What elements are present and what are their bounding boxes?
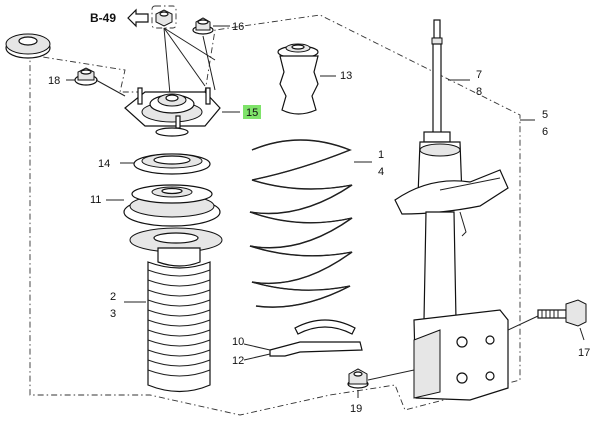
strut-mount-15	[124, 87, 221, 137]
spring-seat-14	[133, 153, 211, 175]
callout-13[interactable]: 13	[340, 70, 352, 82]
callout-1[interactable]: 1	[378, 149, 384, 161]
reference-arrow-icon	[127, 8, 149, 28]
callout-15-highlight	[243, 105, 261, 119]
callout-8[interactable]: 8	[476, 86, 482, 98]
callout-4[interactable]: 4	[378, 166, 384, 178]
flange-nut-16	[192, 17, 214, 35]
bump-stop-13	[277, 43, 319, 115]
callout-6[interactable]: 6	[542, 126, 548, 138]
callout-16[interactable]: 16	[232, 21, 244, 33]
coil-spring	[249, 139, 353, 308]
callout-19[interactable]: 19	[350, 403, 362, 415]
callout-12[interactable]: 12	[232, 355, 244, 367]
callout-15[interactable]: 15	[246, 107, 258, 119]
flange-nut-18	[74, 67, 98, 86]
callout-10[interactable]: 10	[232, 336, 244, 348]
dust-cap	[5, 33, 51, 59]
lower-spring-seat	[269, 319, 363, 357]
reference-label[interactable]: B-49	[90, 11, 116, 25]
upper-nut-boxed	[151, 5, 177, 29]
callout-14[interactable]: 14	[98, 158, 110, 170]
nut-19	[347, 368, 369, 389]
upper-spring-mount-11	[123, 184, 221, 227]
callout-2[interactable]: 2	[110, 291, 116, 303]
shock-absorber	[394, 19, 509, 401]
callout-5[interactable]: 5	[542, 109, 548, 121]
callout-7[interactable]: 7	[476, 69, 482, 81]
callout-17[interactable]: 17	[578, 347, 590, 359]
callout-3[interactable]: 3	[110, 308, 116, 320]
bolt-17	[537, 299, 587, 327]
callout-11[interactable]: 11	[90, 194, 101, 206]
dust-boot	[129, 227, 223, 393]
callout-18[interactable]: 18	[48, 75, 60, 87]
